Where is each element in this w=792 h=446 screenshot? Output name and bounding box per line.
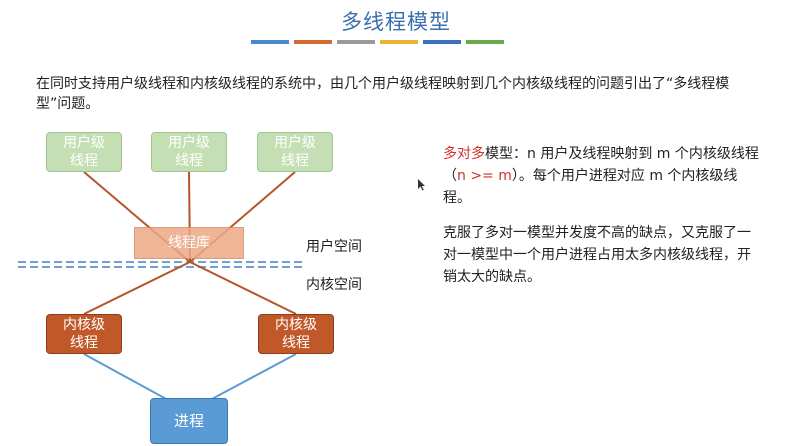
kernel-thread-box-1: 内核级 线程 (46, 314, 122, 354)
process-label: 进程 (173, 412, 204, 430)
model-condition: n >= m (457, 168, 512, 184)
process-link-1 (83, 353, 169, 401)
accent-bar-blue (251, 40, 289, 44)
thread-library-box: 线程库 (134, 227, 244, 259)
user-thread-label-3: 用户级 线程 (274, 135, 316, 169)
model-name: 多对多 (443, 146, 485, 162)
user-thread-box-3: 用户级 线程 (257, 132, 333, 172)
user-space-label: 用户空间 (306, 239, 362, 255)
model-description: 多对多模型：n 用户及线程映射到 m 个内核级线程（n >= m）。每个用户进程… (443, 143, 761, 209)
accent-bar-yellow (380, 40, 418, 44)
kernel-space-label: 内核空间 (306, 277, 362, 293)
kernel-thread-label-2: 内核级 线程 (275, 317, 317, 351)
thread-library-label: 线程库 (168, 235, 210, 251)
user-thread-box-1: 用户级 线程 (46, 132, 122, 172)
user-thread-label-2: 用户级 线程 (168, 135, 210, 169)
kernel-thread-link-2 (189, 261, 297, 315)
kernel-thread-box-2: 内核级 线程 (258, 314, 334, 354)
accent-bar-gray (337, 40, 375, 44)
accent-bar-green (466, 40, 504, 44)
process-box: 进程 (150, 398, 228, 444)
model-text: 模型：n 用户及线程映射到 m 个内核级线程（ (443, 146, 759, 184)
kernel-thread-label-1: 内核级 线程 (63, 317, 105, 351)
page-title: 多线程模型 (341, 10, 451, 34)
user-thread-label-1: 用户级 线程 (63, 135, 105, 169)
accent-bar-navy (423, 40, 461, 44)
model-text-end: ）。每个用户进程对应 m 个内核级线程。 (443, 168, 738, 206)
user-thread-box-2: 用户级 线程 (151, 132, 227, 172)
intro-paragraph: 在同时支持用户级线程和内核级线程的系统中，由几个用户级线程映射到几个内核级线程的… (36, 76, 730, 112)
advantages-paragraph: 克服了多对一模型并发度不高的缺点，又克服了一对一模型中一个用户进程占用太多内核级… (443, 225, 751, 285)
accent-bar-orange (294, 40, 332, 44)
process-link-2 (209, 353, 297, 401)
mouse-pointer-icon (418, 179, 426, 194)
kernel-thread-link-1 (83, 261, 191, 315)
